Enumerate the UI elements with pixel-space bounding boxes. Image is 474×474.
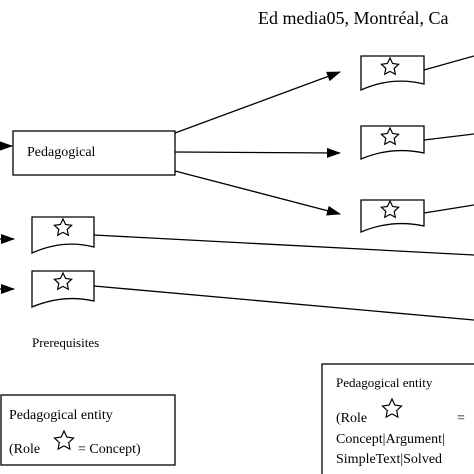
pedagogical-box	[12, 130, 176, 176]
legend-right-title: Pedagogical entity	[336, 375, 433, 390]
connector-doc3-right	[423, 204, 474, 214]
document-shape-1	[360, 55, 425, 92]
connector-prereq2-right	[93, 285, 474, 321]
connector-doc1-right	[423, 55, 474, 71]
prereq-document-1	[31, 216, 95, 255]
document-shape-2	[360, 125, 425, 160]
star-icon	[381, 397, 403, 419]
legend-left-role-prefix: (Role	[9, 442, 41, 457]
document-shape-3	[360, 199, 425, 233]
prereq-document-2	[31, 270, 95, 308]
legend-right-role-prefix: (Role	[336, 411, 368, 426]
connector-doc2-right	[423, 133, 474, 141]
arrow-to-doc-3	[174, 170, 341, 216]
legend-box-left	[0, 394, 176, 466]
star-icon	[380, 126, 400, 146]
star-icon	[380, 56, 400, 76]
legend-right-role-values-1: Concept|Argument|	[336, 432, 445, 447]
legend-right-role-values-2: SimpleText|Solved	[336, 452, 443, 467]
arrow-to-doc-2	[174, 147, 341, 158]
star-icon	[53, 271, 73, 291]
pedagogical-box-label: Pedagogical	[27, 145, 96, 160]
star-icon	[53, 429, 75, 451]
page-header-text: Ed media05, Montréal, Ca	[258, 8, 449, 28]
legend-right-role-suffix: =	[457, 411, 465, 426]
legend-box-right	[321, 363, 474, 474]
prerequisites-label: Prerequisites	[32, 335, 100, 350]
star-icon	[380, 199, 400, 219]
connector-prereq1-right	[93, 234, 474, 256]
legend-left-title: Pedagogical entity	[9, 408, 113, 423]
arrow-to-doc-1	[174, 71, 341, 134]
legend-left-role-suffix: = Concept)	[78, 442, 141, 457]
star-icon	[53, 217, 73, 237]
